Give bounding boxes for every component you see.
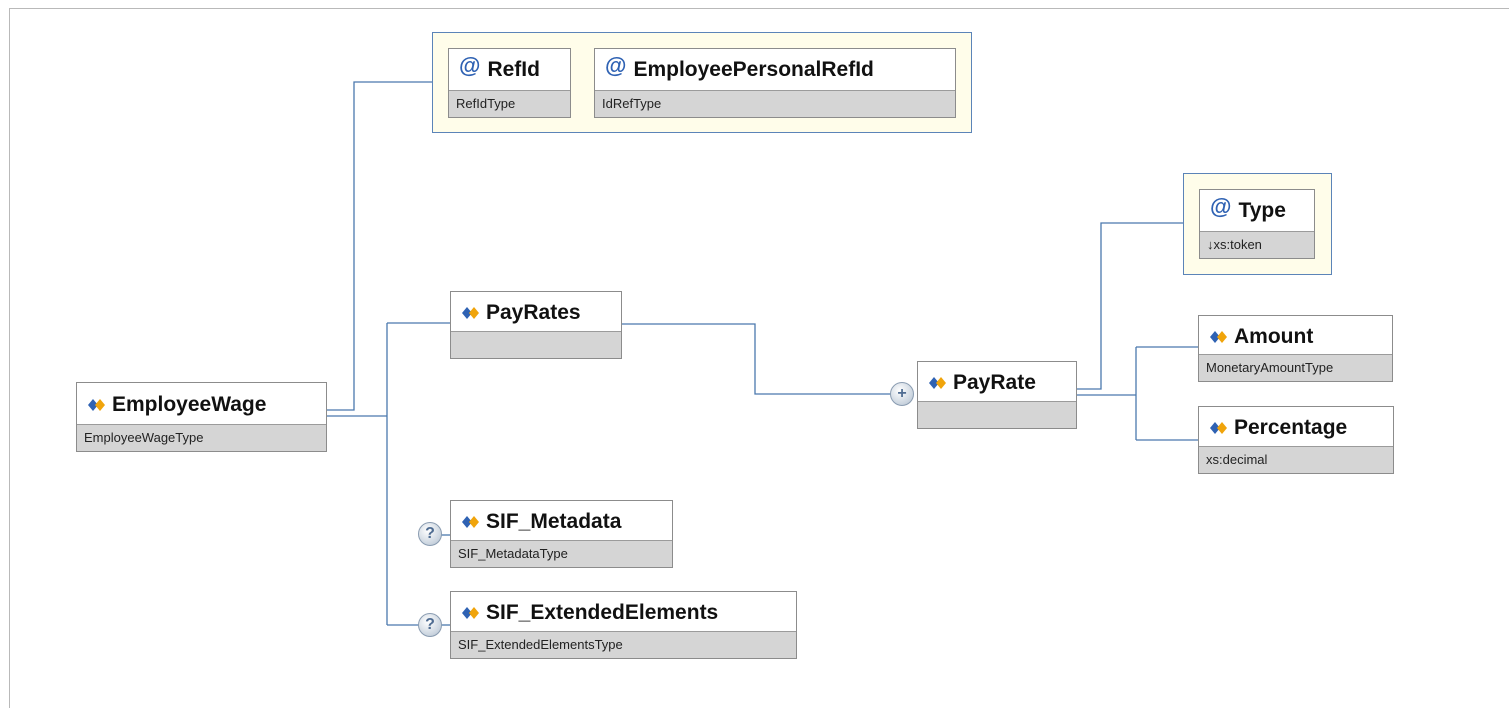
attribute-name: Type <box>1238 199 1286 222</box>
element-type: xs:decimal <box>1199 446 1393 473</box>
diagram-canvas <box>9 8 1509 708</box>
element-diamond-icon <box>462 307 479 319</box>
element-type <box>918 401 1076 428</box>
element-type <box>451 331 621 358</box>
attribute-type: IdRefType <box>595 90 955 117</box>
attribute-type-label: ↓xs:token <box>1200 231 1314 258</box>
attribute-name: RefId <box>487 58 540 81</box>
attribute-type: RefIdType <box>449 90 570 117</box>
attribute-at-icon: @ <box>1210 194 1232 219</box>
expand-plus-icon[interactable]: + <box>890 382 914 406</box>
element-name: Percentage <box>1234 416 1348 439</box>
optional-question-icon[interactable]: ? <box>418 522 442 546</box>
element-name: PayRates <box>486 301 581 324</box>
element-employeewage[interactable]: EmployeeWage EmployeeWageType <box>76 382 327 452</box>
element-name: EmployeeWage <box>112 393 267 416</box>
element-diamond-icon <box>929 377 946 389</box>
attribute-name: EmployeePersonalRefId <box>633 58 874 81</box>
element-diamond-icon <box>462 607 479 619</box>
attribute-refid[interactable]: @ RefId RefIdType <box>448 48 571 118</box>
element-diamond-icon <box>462 516 479 528</box>
element-percentage[interactable]: Percentage xs:decimal <box>1198 406 1394 474</box>
attribute-at-icon: @ <box>605 53 627 78</box>
element-sif-extendedelements[interactable]: SIF_ExtendedElements SIF_ExtendedElement… <box>450 591 797 659</box>
element-payrates[interactable]: PayRates <box>450 291 622 359</box>
element-type: EmployeeWageType <box>77 424 326 451</box>
connector-root-attributes <box>327 81 432 411</box>
element-type: MonetaryAmountType <box>1199 354 1392 381</box>
attribute-at-icon: @ <box>459 53 481 78</box>
element-name: Amount <box>1234 324 1314 348</box>
attribute-employeepersonalrefid[interactable]: @ EmployeePersonalRefId IdRefType <box>594 48 956 118</box>
element-type: SIF_ExtendedElementsType <box>451 631 796 658</box>
optional-question-icon[interactable]: ? <box>418 613 442 637</box>
element-amount[interactable]: Amount MonetaryAmountType <box>1198 315 1393 382</box>
connector-payrates-payrate <box>622 323 892 395</box>
connector-payrate-type <box>1077 222 1183 390</box>
element-name: SIF_ExtendedElements <box>486 601 719 624</box>
element-type: SIF_MetadataType <box>451 540 672 567</box>
element-diamond-icon <box>88 399 105 411</box>
element-diamond-icon <box>1210 330 1227 343</box>
element-diamond-icon <box>1210 422 1227 434</box>
attribute-type[interactable]: @ Type ↓xs:token <box>1199 189 1315 259</box>
element-sif-metadata[interactable]: SIF_Metadata SIF_MetadataType <box>450 500 673 568</box>
element-payrate[interactable]: PayRate <box>917 361 1077 429</box>
element-name: SIF_Metadata <box>486 510 622 533</box>
element-name: PayRate <box>953 371 1036 394</box>
